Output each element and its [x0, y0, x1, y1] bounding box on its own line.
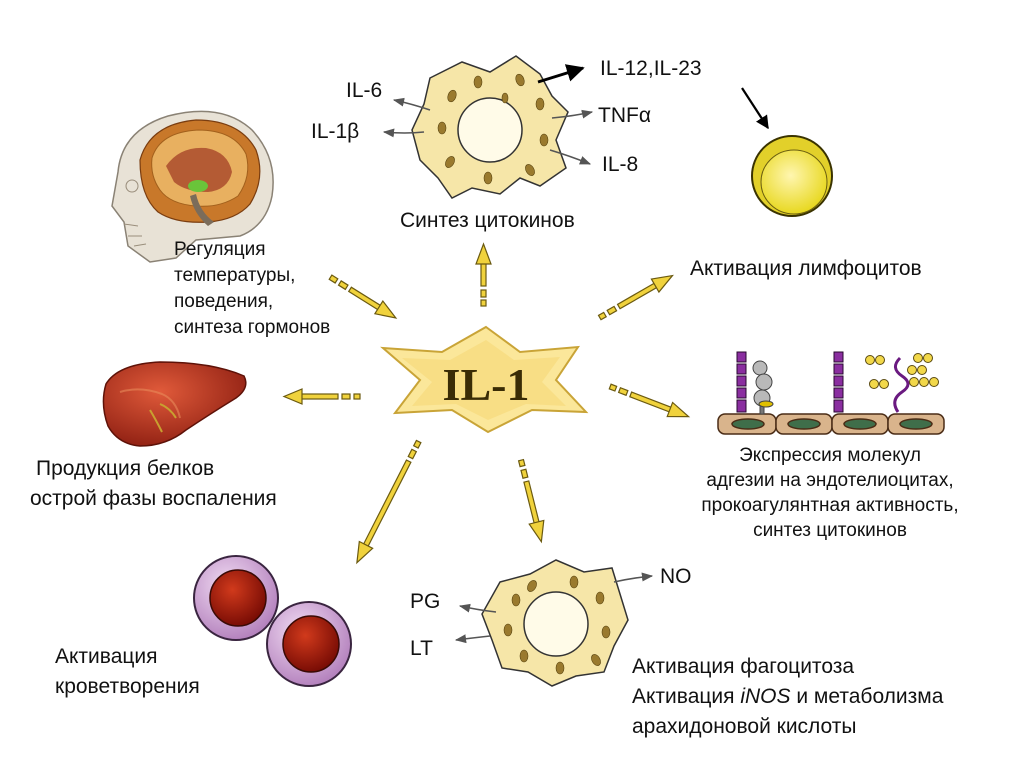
endothelium-icon [717, 351, 945, 435]
arrow-to-phagocyte [517, 458, 545, 544]
radial-arrows [282, 242, 691, 565]
output-il1b: IL-1β [311, 120, 360, 143]
phagocyte-output-arrows [454, 572, 654, 644]
brain-line: температуры, [174, 265, 296, 286]
output-lt: LT [410, 637, 433, 660]
output-il8: IL-8 [602, 153, 639, 176]
arrow-to-blood [356, 439, 422, 565]
arrow-to-endothelium [608, 383, 691, 418]
brain-line: Регуляция [174, 239, 266, 260]
il12-to-lymphocyte-arrow [741, 87, 769, 130]
liver-line: острой фазы воспаления [30, 487, 277, 510]
arrow-to-cytokine-cell [475, 242, 492, 307]
phagocyte-line: арахидоновой кислоты [632, 715, 857, 738]
phagocyte-icon [481, 559, 629, 687]
output-il6: IL-6 [346, 79, 383, 102]
cytokine-synthesis-title: Синтез цитокинов [400, 209, 575, 232]
endothelium-line: адгезии на эндотелиоцитах, [706, 470, 954, 491]
phagocyte-line2-post: и метаболизма [790, 685, 944, 708]
liver-line: Продукция белков [36, 457, 215, 480]
output-tnfa: TNFα [598, 104, 651, 127]
output-pg: PG [410, 590, 441, 613]
blood-line: кроветворения [55, 675, 200, 698]
brain-icon [111, 110, 274, 263]
output-no: NO [660, 565, 692, 588]
phagocyte-line2-pre: Активация [632, 685, 741, 708]
liver-icon [102, 361, 247, 447]
endothelium-line: синтез цитокинов [753, 520, 907, 541]
phagocyte-line: Активация iNOS и метаболизма [632, 684, 943, 709]
endothelium-line: прокоагулянтная активность, [701, 495, 959, 516]
arrow-to-liver [282, 388, 361, 405]
center-label: IL-1 [442, 359, 530, 410]
cytokine-output-arrows [382, 97, 594, 165]
output-il12-il23: IL-12,IL-23 [600, 57, 702, 80]
lymphocyte-icon [751, 135, 833, 217]
il12-arrow [537, 64, 585, 84]
blood-line: Активация [55, 645, 158, 668]
lymphocyte-activation-label: Активация лимфоцитов [690, 257, 922, 280]
phagocyte-line: Активация фагоцитоза [632, 655, 855, 678]
il1-center-badge [380, 325, 589, 434]
endothelium-line: Экспрессия молекул [739, 445, 921, 466]
macrophage-icon [411, 55, 569, 199]
red-blood-cell-icon [193, 555, 352, 687]
arrow-to-lymphocytes [597, 274, 674, 321]
brain-line: поведения, [174, 291, 274, 312]
arrow-to-brain [328, 274, 398, 319]
inos-term: iNOS [740, 685, 791, 708]
brain-line: синтеза гормонов [174, 317, 331, 338]
